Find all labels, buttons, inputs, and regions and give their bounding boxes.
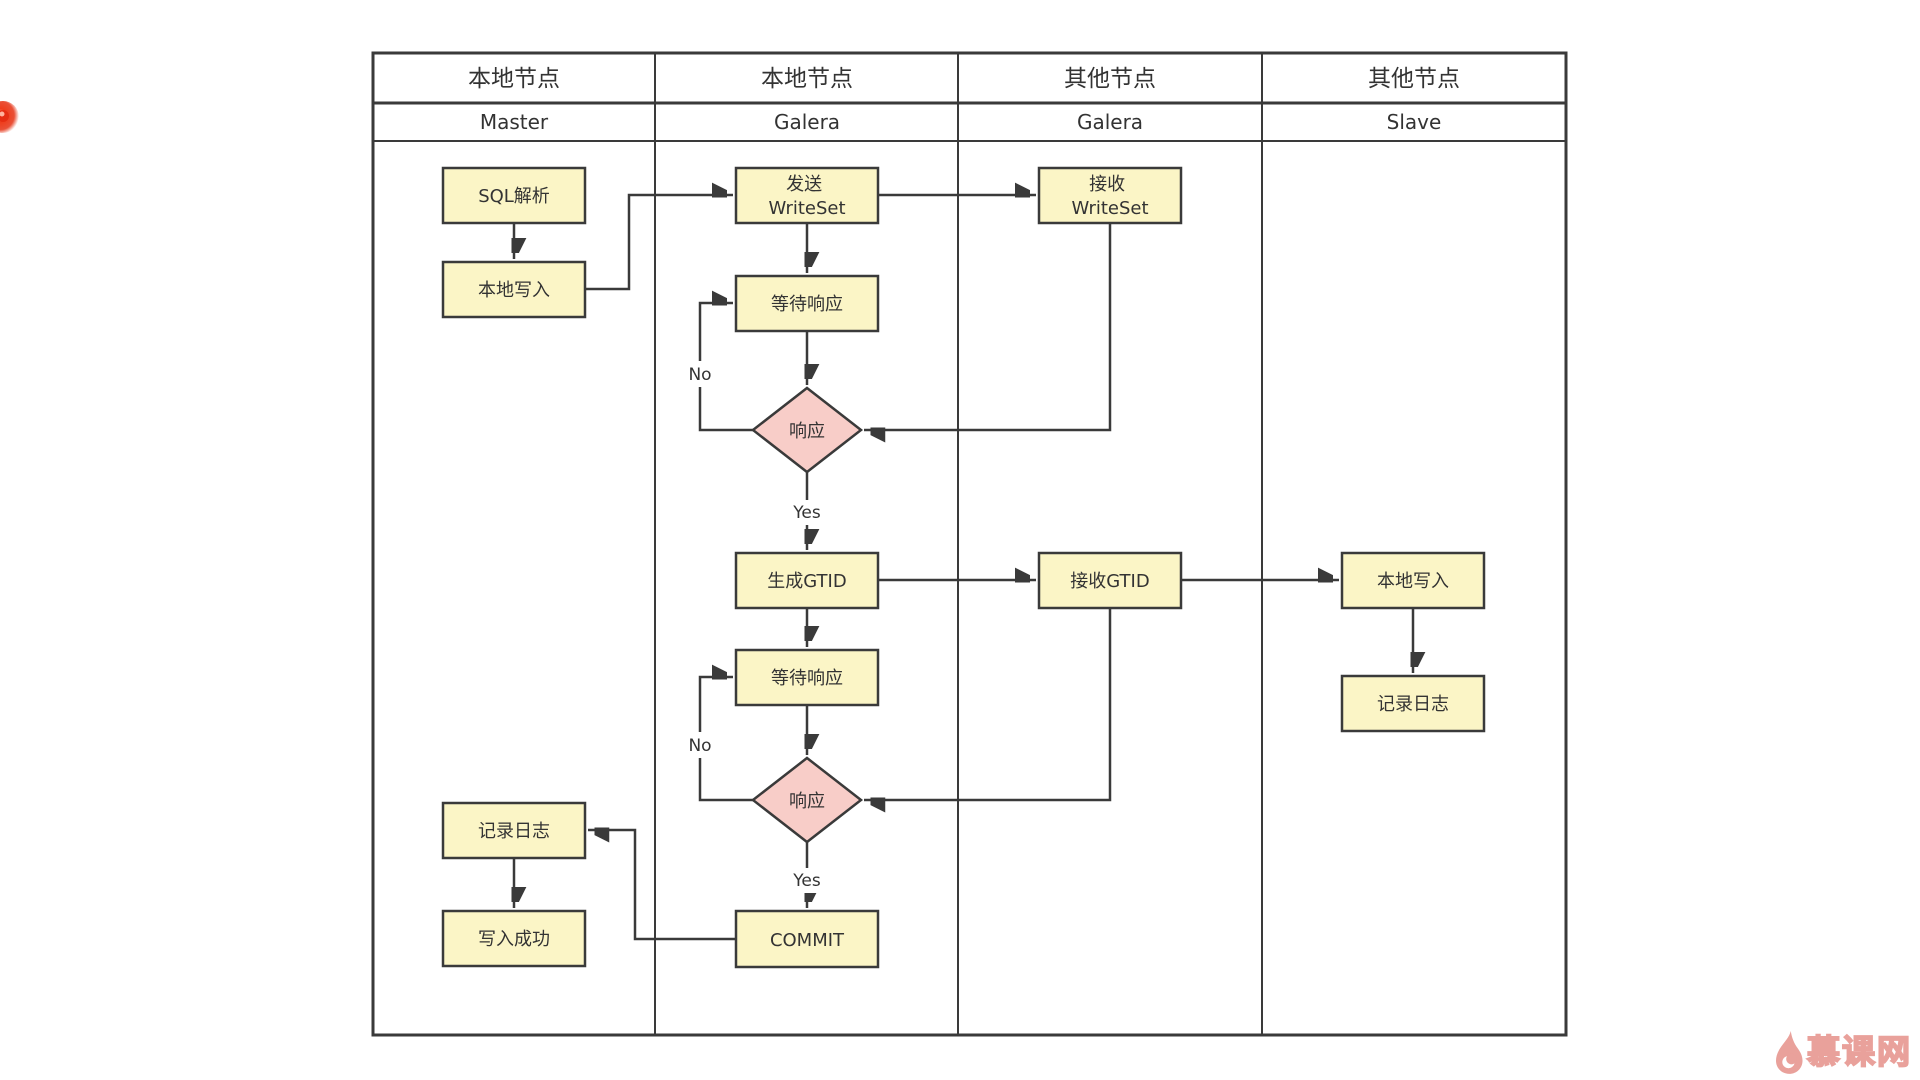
edge-recvgtid-to-response2 <box>864 608 1112 800</box>
swimlane-table: 本地节点 本地节点 其他节点 其他节点 Master Galera Galera… <box>371 51 1568 1037</box>
flame-icon <box>1776 1031 1803 1074</box>
node-local-write-slave: 本地写入 <box>1340 551 1486 610</box>
edge-localwrite-to-sendwriteset <box>585 195 733 291</box>
node-send-writeset-box <box>734 166 880 225</box>
node-log-master: 记录日志 <box>441 801 587 860</box>
node-recv-writeset: 接收 WriteSet <box>1037 166 1183 225</box>
node-wait-response-2-box <box>734 648 880 707</box>
decision-response-1: 响应 <box>750 386 864 474</box>
node-sql-parse-label: SQL解析 <box>478 186 550 207</box>
node-commit-box <box>734 909 880 969</box>
no-label-1: No <box>688 365 711 385</box>
lane-3-node-label: 其他节点 <box>1064 66 1156 92</box>
decision-response-2-label: 响应 <box>789 791 825 812</box>
node-log-slave: 记录日志 <box>1340 674 1486 733</box>
lane-2-node-label: 本地节点 <box>761 66 853 92</box>
node-recv-gtid-box <box>1037 551 1183 610</box>
node-recv-writeset-line1: 接收 <box>1089 174 1125 195</box>
node-send-writeset: 发送 WriteSet <box>734 166 880 225</box>
decision-response-1-label: 响应 <box>789 421 825 442</box>
node-write-success-box <box>441 909 587 968</box>
node-commit: COMMIT <box>734 909 880 969</box>
node-local-write-slave-label: 本地写入 <box>1377 571 1449 592</box>
node-send-writeset-label: 发送 WriteSet <box>768 174 845 219</box>
yes-label-2-bg <box>787 868 827 893</box>
node-write-success: 写入成功 <box>441 909 587 968</box>
node-local-write-master-label: 本地写入 <box>478 280 550 301</box>
node-gen-gtid-box <box>734 551 880 610</box>
yes-label-1-bg <box>787 500 827 525</box>
node-recv-gtid-label: 接收GTID <box>1070 571 1149 592</box>
table-outer-border <box>371 51 1568 1037</box>
node-recv-writeset-line2: WriteSet <box>1071 198 1148 219</box>
node-sql-parse: SQL解析 <box>441 166 587 225</box>
laser-pointer-dot <box>0 101 19 133</box>
node-local-write-master-box <box>441 260 587 319</box>
decision-response-2-shape <box>750 756 864 844</box>
edge-labels: No Yes No Yes <box>680 361 827 893</box>
node-log-slave-box <box>1340 674 1486 733</box>
edge-recvwriteset-to-response1 <box>864 222 1112 430</box>
node-commit-label: COMMIT <box>770 930 845 951</box>
watermark-brand-text: 慕课网 <box>1807 1032 1912 1071</box>
node-local-write-master: 本地写入 <box>441 260 587 319</box>
node-recv-gtid: 接收GTID <box>1037 551 1183 610</box>
node-wait-response-1-label: 等待响应 <box>771 294 843 315</box>
node-sql-parse-box <box>441 166 587 225</box>
no-label-2-bg <box>680 732 720 758</box>
yes-label-1: Yes <box>792 503 821 523</box>
no-label-1-bg <box>680 361 720 387</box>
laser-pointer-glow <box>0 101 19 133</box>
lane-2-role-label: Galera <box>774 110 840 134</box>
decision-response-2: 响应 <box>750 756 864 844</box>
lane-3-role-label: Galera <box>1077 110 1143 134</box>
node-gen-gtid: 生成GTID <box>734 551 880 610</box>
node-recv-writeset-box <box>1037 166 1183 225</box>
node-send-writeset-line1: 发送 <box>786 174 822 195</box>
node-log-slave-label: 记录日志 <box>1377 694 1449 715</box>
lane-headers: 本地节点 本地节点 其他节点 其他节点 Master Galera Galera… <box>468 66 1460 134</box>
node-gen-gtid-label: 生成GTID <box>767 571 846 592</box>
node-wait-response-1-box <box>734 274 880 333</box>
node-write-success-label: 写入成功 <box>478 929 550 950</box>
node-log-master-label: 记录日志 <box>478 821 550 842</box>
node-wait-response-1: 等待响应 <box>734 274 880 333</box>
lane-1-role-label: Master <box>480 110 549 134</box>
edge-commit-to-log-master <box>588 830 736 941</box>
connectors <box>514 195 1413 941</box>
lane-4-role-label: Slave <box>1387 110 1442 134</box>
node-local-write-slave-box <box>1340 551 1486 610</box>
node-wait-response-2: 等待响应 <box>734 648 880 707</box>
node-wait-response-2-label: 等待响应 <box>771 668 843 689</box>
decision-response-1-shape <box>750 386 864 474</box>
node-send-writeset-line2: WriteSet <box>768 198 845 219</box>
yes-label-2: Yes <box>792 871 821 891</box>
watermark: 慕课网 <box>1776 1031 1912 1074</box>
node-recv-writeset-label: 接收 WriteSet <box>1071 174 1148 219</box>
node-log-master-box <box>441 801 587 860</box>
lane-1-node-label: 本地节点 <box>468 66 560 92</box>
laser-pointer-highlight <box>0 111 5 117</box>
no-label-2: No <box>688 736 711 756</box>
lane-4-node-label: 其他节点 <box>1368 66 1460 92</box>
